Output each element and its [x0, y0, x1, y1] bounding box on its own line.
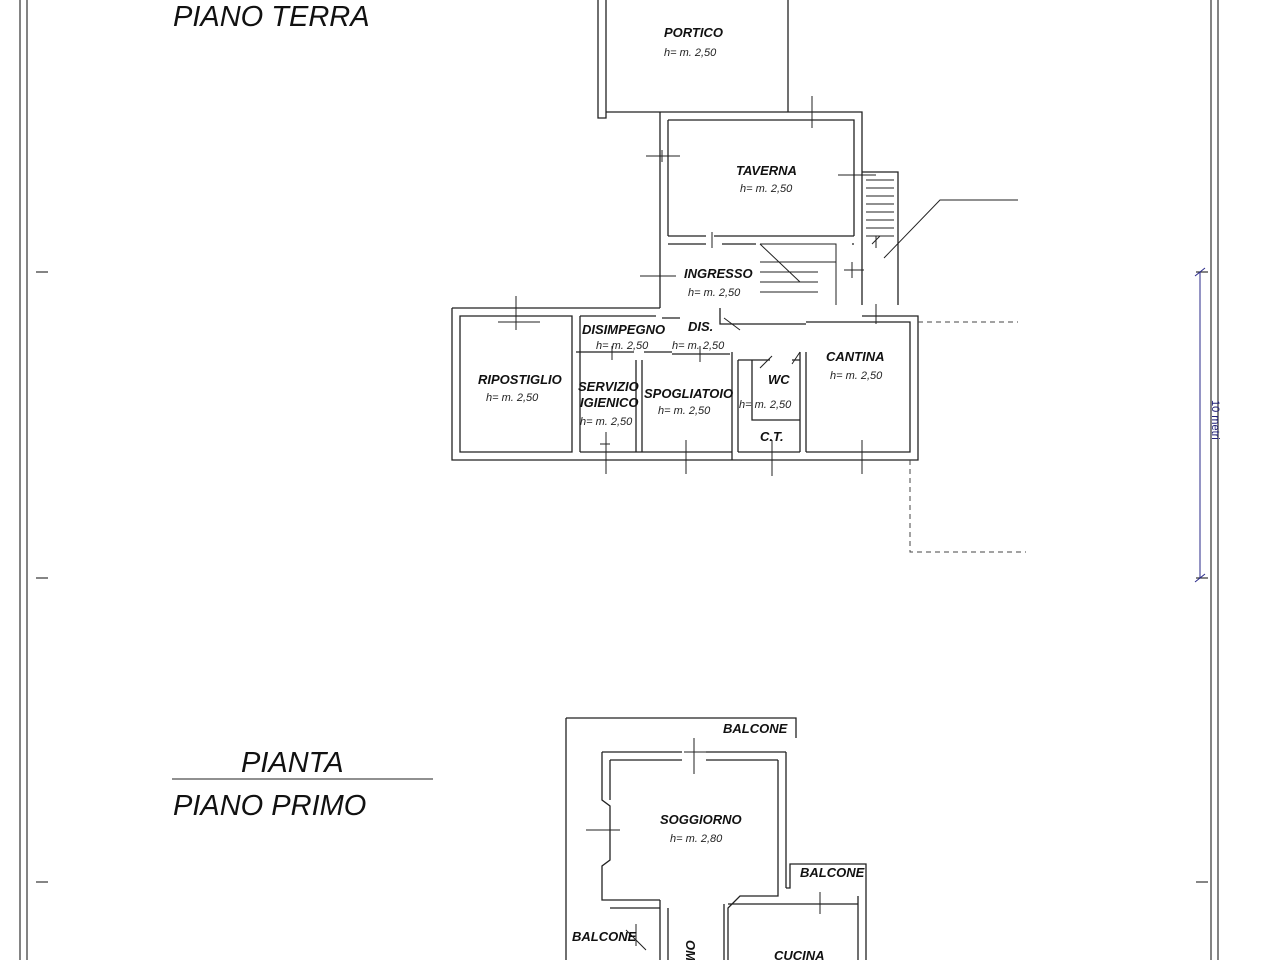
soggiorno-label: SOGGIORNO: [660, 812, 742, 827]
ground-floor-plan: [451, 0, 1026, 553]
ground-floor-title: PIANO TERRA: [173, 1, 370, 33]
dis-label: DIS.: [688, 319, 713, 334]
wc-height: h= m. 2,50: [739, 399, 792, 411]
scale-bar: 10 metri: [1194, 267, 1221, 583]
balcone-top-label: BALCONE: [723, 721, 788, 736]
cut-room-label: OM: [683, 940, 698, 960]
taverna-height: h= m. 2,50: [740, 183, 793, 195]
first-floor-title: PIANO PRIMO: [173, 790, 366, 822]
cantina-height: h= m. 2,50: [830, 370, 883, 382]
ripostiglio-height: h= m. 2,50: [486, 392, 539, 404]
disimpegno-label: DISIMPEGNO: [582, 322, 665, 337]
ingresso-label: INGRESSO: [684, 266, 753, 281]
servizio-igienico-label-2: IGIENICO: [580, 395, 639, 410]
servizio-igienico-height: h= m. 2,50: [580, 416, 633, 428]
portico-label: PORTICO: [664, 25, 723, 40]
balcone-left-label: BALCONE: [572, 929, 637, 944]
spogliatoio-label: SPOGLIATOIO: [644, 386, 733, 401]
cantina-label: CANTINA: [826, 349, 885, 364]
balcone-right-label: BALCONE: [800, 865, 865, 880]
scale-bar-label: 10 metri: [1209, 400, 1221, 440]
servizio-igienico-label-1: SERVIZIO: [578, 379, 639, 394]
dis-height: h= m. 2,50: [672, 340, 725, 352]
spogliatoio-height: h= m. 2,50: [658, 405, 711, 417]
ingresso-height: h= m. 2,50: [688, 287, 741, 299]
ripostiglio-label: RIPOSTIGLIO: [478, 372, 562, 387]
taverna-label: TAVERNA: [736, 163, 797, 178]
cucina-label: CUCINA: [774, 948, 825, 960]
plan-title: PIANTA: [241, 747, 344, 779]
sheet-frame: [19, 0, 1219, 960]
portico-height: h= m. 2,50: [664, 47, 717, 59]
soggiorno-height: h= m. 2,80: [670, 833, 723, 845]
wc-label: WC: [768, 372, 790, 387]
first-floor-plan: [565, 717, 867, 960]
disimpegno-height: h= m. 2,50: [596, 340, 649, 352]
ct-label: C.T.: [760, 429, 784, 444]
